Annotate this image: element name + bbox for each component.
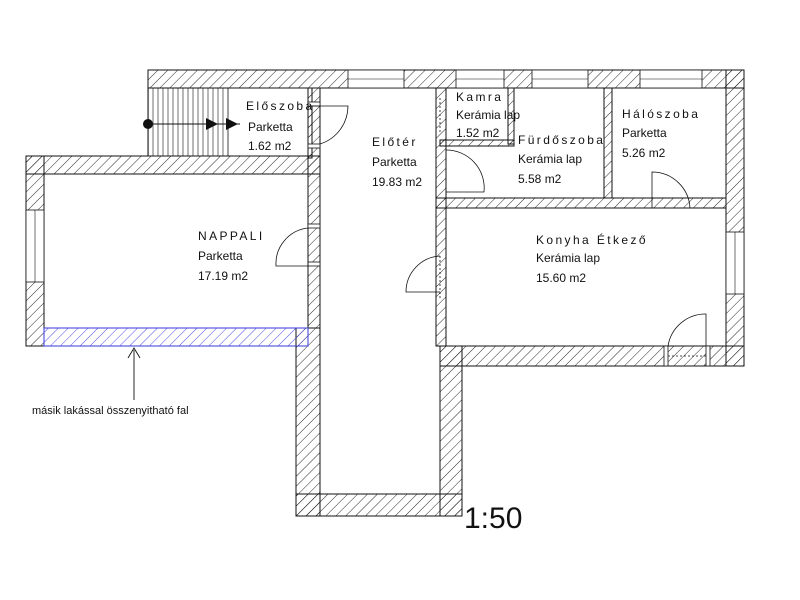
room-name: NAPPALI xyxy=(198,229,265,243)
room-name: Konyha Étkező xyxy=(536,232,648,247)
room-floor: Parketta xyxy=(248,120,293,134)
room-eloszoba: Előszoba Parketta 1.62 m2 xyxy=(246,99,315,153)
annotation-text: másik lakással összenyitható fal xyxy=(32,405,189,417)
room-area: 5.58 m2 xyxy=(518,172,562,186)
room-nappali: NAPPALI Parketta 17.19 m2 xyxy=(198,229,265,283)
room-name: Fürdőszoba xyxy=(518,133,605,147)
room-kamra: Kamra Kerámia lap 1.52 m2 xyxy=(456,90,520,140)
shared-wall xyxy=(43,327,309,347)
room-area: 1.62 m2 xyxy=(248,139,292,153)
room-area: 19.83 m2 xyxy=(372,175,422,189)
room-area: 1.52 m2 xyxy=(456,126,500,140)
room-floor: Parketta xyxy=(372,155,417,169)
room-area: 17.19 m2 xyxy=(198,269,248,283)
room-floor: Kerámia lap xyxy=(536,251,600,265)
room-area: 5.26 m2 xyxy=(622,146,666,160)
room-furdo: Fürdőszoba Kerámia lap 5.58 m2 xyxy=(518,133,605,186)
room-eloter: Előtér Parketta 19.83 m2 xyxy=(372,135,422,189)
room-area: 15.60 m2 xyxy=(536,271,586,285)
room-floor: Parketta xyxy=(198,249,243,263)
room-name: Kamra xyxy=(456,90,503,104)
staircase xyxy=(143,87,240,157)
room-name: Előtér xyxy=(372,135,418,149)
room-name: Hálószoba xyxy=(622,107,700,121)
shared-wall-annotation: másik lakással összenyitható fal xyxy=(32,347,189,417)
windows xyxy=(25,69,745,295)
room-konyha: Konyha Étkező Kerámia lap 15.60 m2 xyxy=(536,232,648,285)
doors xyxy=(275,98,711,367)
room-floor: Kerámia lap xyxy=(518,152,582,166)
room-floor: Parketta xyxy=(622,126,667,140)
room-name: Előszoba xyxy=(246,99,315,113)
scale-label: 1:50 xyxy=(464,502,522,535)
room-halo: Hálószoba Parketta 5.26 m2 xyxy=(622,107,700,160)
room-floor: Kerámia lap xyxy=(456,108,520,122)
